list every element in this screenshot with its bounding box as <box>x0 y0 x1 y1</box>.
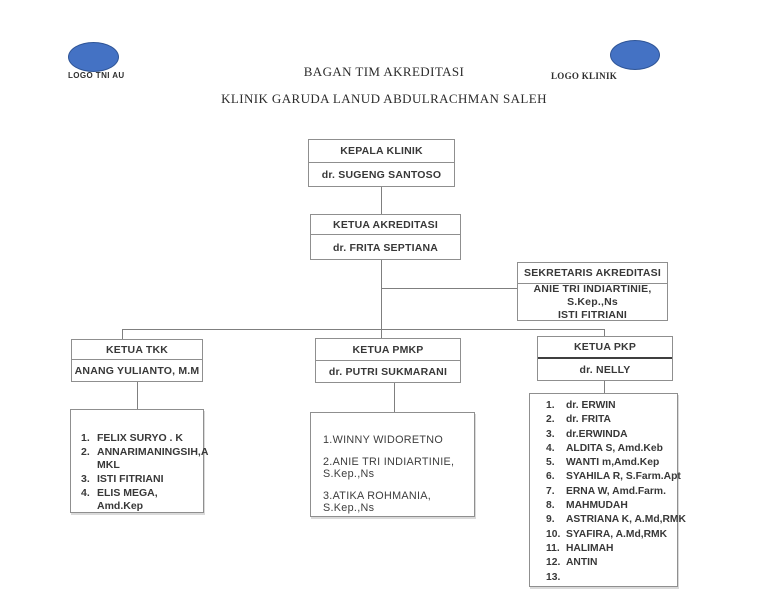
list-item: 1. dr. ERWIN <box>546 400 616 411</box>
node-ketua-tkk-title: KETUA TKK <box>72 340 202 360</box>
title-line-2: KLINIK GARUDA LANUD ABDULRACHMAN SALEH <box>221 91 547 106</box>
node-ketua-akreditasi-title: KETUA AKREDITASI <box>311 215 460 235</box>
list-item: 12. ANTIN <box>546 557 598 569</box>
list-item: 6. SYAHILA R, S.Farm.Apt <box>546 471 681 483</box>
node-ketua-pkp-title: KETUA PKP <box>538 337 672 359</box>
connector-to-sekretaris <box>381 288 517 289</box>
list-item: 7. ERNA W, Amd.Farm. <box>546 485 666 497</box>
node-ketua-pmkp-name: dr. PUTRI SUKMARANI <box>328 366 448 378</box>
node-kepala-klinik: KEPALA KLINIK dr. SUGENG SANTOSO <box>308 139 455 187</box>
connector-pkp-to-list <box>604 381 605 393</box>
list-item: 2. ANNARIMANINGSIH,A MKL <box>81 446 209 471</box>
node-ketua-pmkp: KETUA PMKP dr. PUTRI SUKMARANI <box>315 338 461 383</box>
node-sekretaris-akreditasi: SEKRETARIS AKREDITASI ANIE TRI INDIARTIN… <box>517 262 668 321</box>
title-line-1: BAGAN TIM AKREDITASI <box>303 64 465 79</box>
list-item: 3. dr.ERWINDA <box>546 428 628 440</box>
connector-stub-tkk <box>122 329 123 339</box>
list-item: 10. SYAFIRA, A.Md,RMK <box>546 528 668 540</box>
klinik-logo-icon <box>610 40 660 70</box>
node-ketua-pmkp-title: KETUA PMKP <box>316 339 460 361</box>
list-item: 2.ANIE TRI INDIARTINIE, S.Kep.,Ns <box>323 455 455 481</box>
connector-tkk-to-list <box>137 382 138 409</box>
node-ketua-akreditasi-name: dr. FRITA SEPTIANA <box>332 241 439 254</box>
list-item: 5. WANTI m,Amd.Kep <box>546 457 660 469</box>
list-item: 13. <box>546 571 561 583</box>
node-ketua-tkk-name: ANANG YULIANTO, M.M <box>74 365 200 377</box>
tni-au-logo-icon <box>68 42 119 72</box>
sekretaris-name-2: ISTI FITRIANI <box>557 309 628 321</box>
connector-kepala-to-akreditasi <box>381 187 382 214</box>
pmkp-members-list: 1.WINNY WIDORETNO 2.ANIE TRI INDIARTINIE… <box>310 412 475 517</box>
tkk-members-list: 1. FELIX SURYO . K 2. ANNARIMANINGSIH,A … <box>70 409 209 513</box>
list-item: 4. ALDITA S, Amd.Keb <box>546 442 663 454</box>
list-item: 11. HALIMAH <box>546 542 614 554</box>
sekretaris-name-1: ANIE TRI INDIARTINIE, S.Kep.,Ns <box>533 283 652 308</box>
pkp-members-list: 1. dr. ERWIN 2. dr. FRITA 3. dr.ERWINDA … <box>529 393 686 587</box>
list-item: 2. dr. FRITA <box>546 414 611 426</box>
tni-au-logo-label: LOGO TNI AU <box>68 71 125 80</box>
list-item: 8. MAHMUDAH <box>546 500 628 512</box>
connector-pmkp-to-list <box>394 383 395 412</box>
node-sekretaris-akreditasi-names: ANIE TRI INDIARTINIE, S.Kep.,Ns ISTI FIT… <box>518 283 667 321</box>
node-sekretaris-akreditasi-title: SEKRETARIS AKREDITASI <box>518 263 667 284</box>
list-item: 3. ISTI FITRIANI <box>81 473 164 485</box>
connector-horizontal-main <box>122 329 605 330</box>
node-ketua-tkk: KETUA TKK ANANG YULIANTO, M.M <box>71 339 203 382</box>
list-item: 1.WINNY WIDORETNO <box>323 434 444 446</box>
list-item: 3.ATIKA ROHMANIA, S.Kep.,Ns <box>323 489 432 515</box>
node-ketua-pkp: KETUA PKP dr. NELLY <box>537 336 673 381</box>
node-kepala-klinik-name: dr. SUGENG SANTOSO <box>321 169 442 181</box>
node-kepala-klinik-title: KEPALA KLINIK <box>309 140 454 163</box>
connector-trunk-vertical <box>381 260 382 338</box>
connector-stub-pkp <box>604 329 605 336</box>
list-item: 1. FELIX SURYO . K <box>81 432 183 444</box>
klinik-logo-label: LOGO KLINIK <box>551 71 618 81</box>
list-item: 9. ASTRIANA K, A.Md,RMK <box>546 514 686 526</box>
node-ketua-akreditasi: KETUA AKREDITASI dr. FRITA SEPTIANA <box>310 214 461 260</box>
list-item: 4. ELIS MEGA, Amd.Kep <box>81 487 158 512</box>
document-title: BAGAN TIM AKREDITASI KLINIK GARUDA LANUD… <box>0 64 768 107</box>
node-ketua-pkp-name: dr. NELLY <box>579 364 631 376</box>
